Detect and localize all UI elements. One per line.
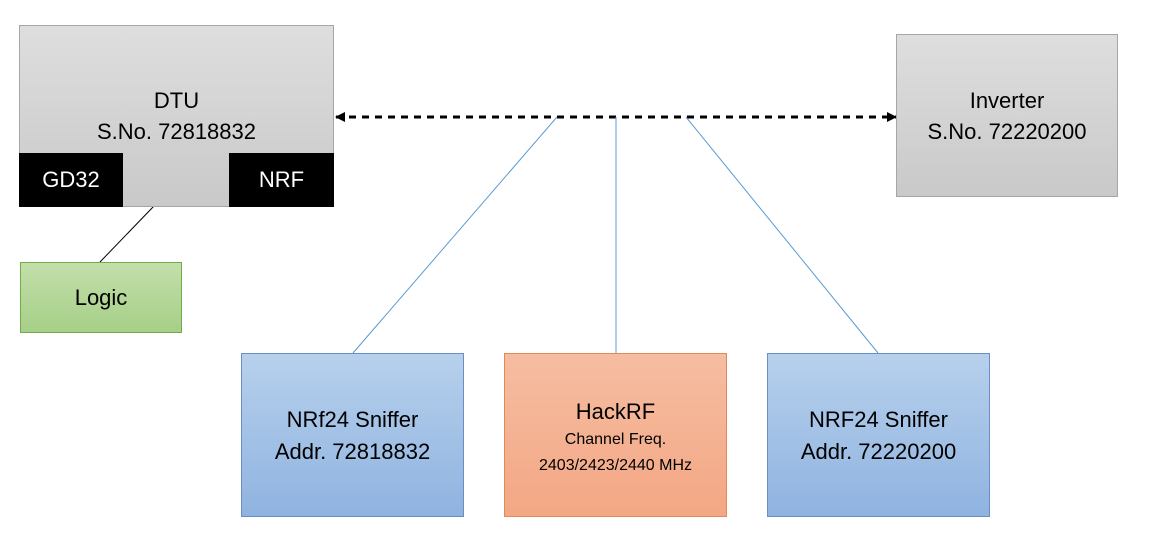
- logic-analyzer-box: Logic: [20, 262, 182, 333]
- dtu-title: DTU: [153, 88, 200, 113]
- sniffer-right-addr: Addr. 72220200: [800, 439, 957, 464]
- nrf-chip: NRF: [229, 153, 334, 207]
- hackrf-title: HackRF: [575, 399, 656, 424]
- sniffer-left-title: NRf24 Sniffer: [286, 407, 419, 432]
- nrf-label: NRF: [258, 167, 305, 192]
- left-sniffer-link: [352, 116, 558, 354]
- hackrf-freq-values: 2403/2423/2440 MHz: [539, 457, 692, 474]
- hackrf-box: HackRF Channel Freq. 2403/2423/2440 MHz: [504, 353, 727, 517]
- sniffer-left-box: NRf24 Sniffer Addr. 72818832: [241, 353, 464, 517]
- hackrf-freq-label: Channel Freq.: [564, 431, 667, 448]
- sniffer-left-addr: Addr. 72818832: [274, 439, 431, 464]
- logic-label: Logic: [74, 285, 128, 310]
- right-sniffer-link: [685, 116, 879, 354]
- inverter-title: Inverter: [969, 88, 1045, 113]
- gd32-label: GD32: [42, 167, 100, 192]
- sniffer-right-title: NRF24 Sniffer: [809, 407, 948, 432]
- dtu-serial: S.No. 72818832: [96, 119, 257, 144]
- inverter-box: Inverter S.No. 72220200: [896, 34, 1118, 197]
- sniffer-right-box: NRF24 Sniffer Addr. 72220200: [767, 353, 990, 517]
- gd32-chip: GD32: [19, 153, 123, 207]
- inverter-serial: S.No. 72220200: [927, 119, 1087, 144]
